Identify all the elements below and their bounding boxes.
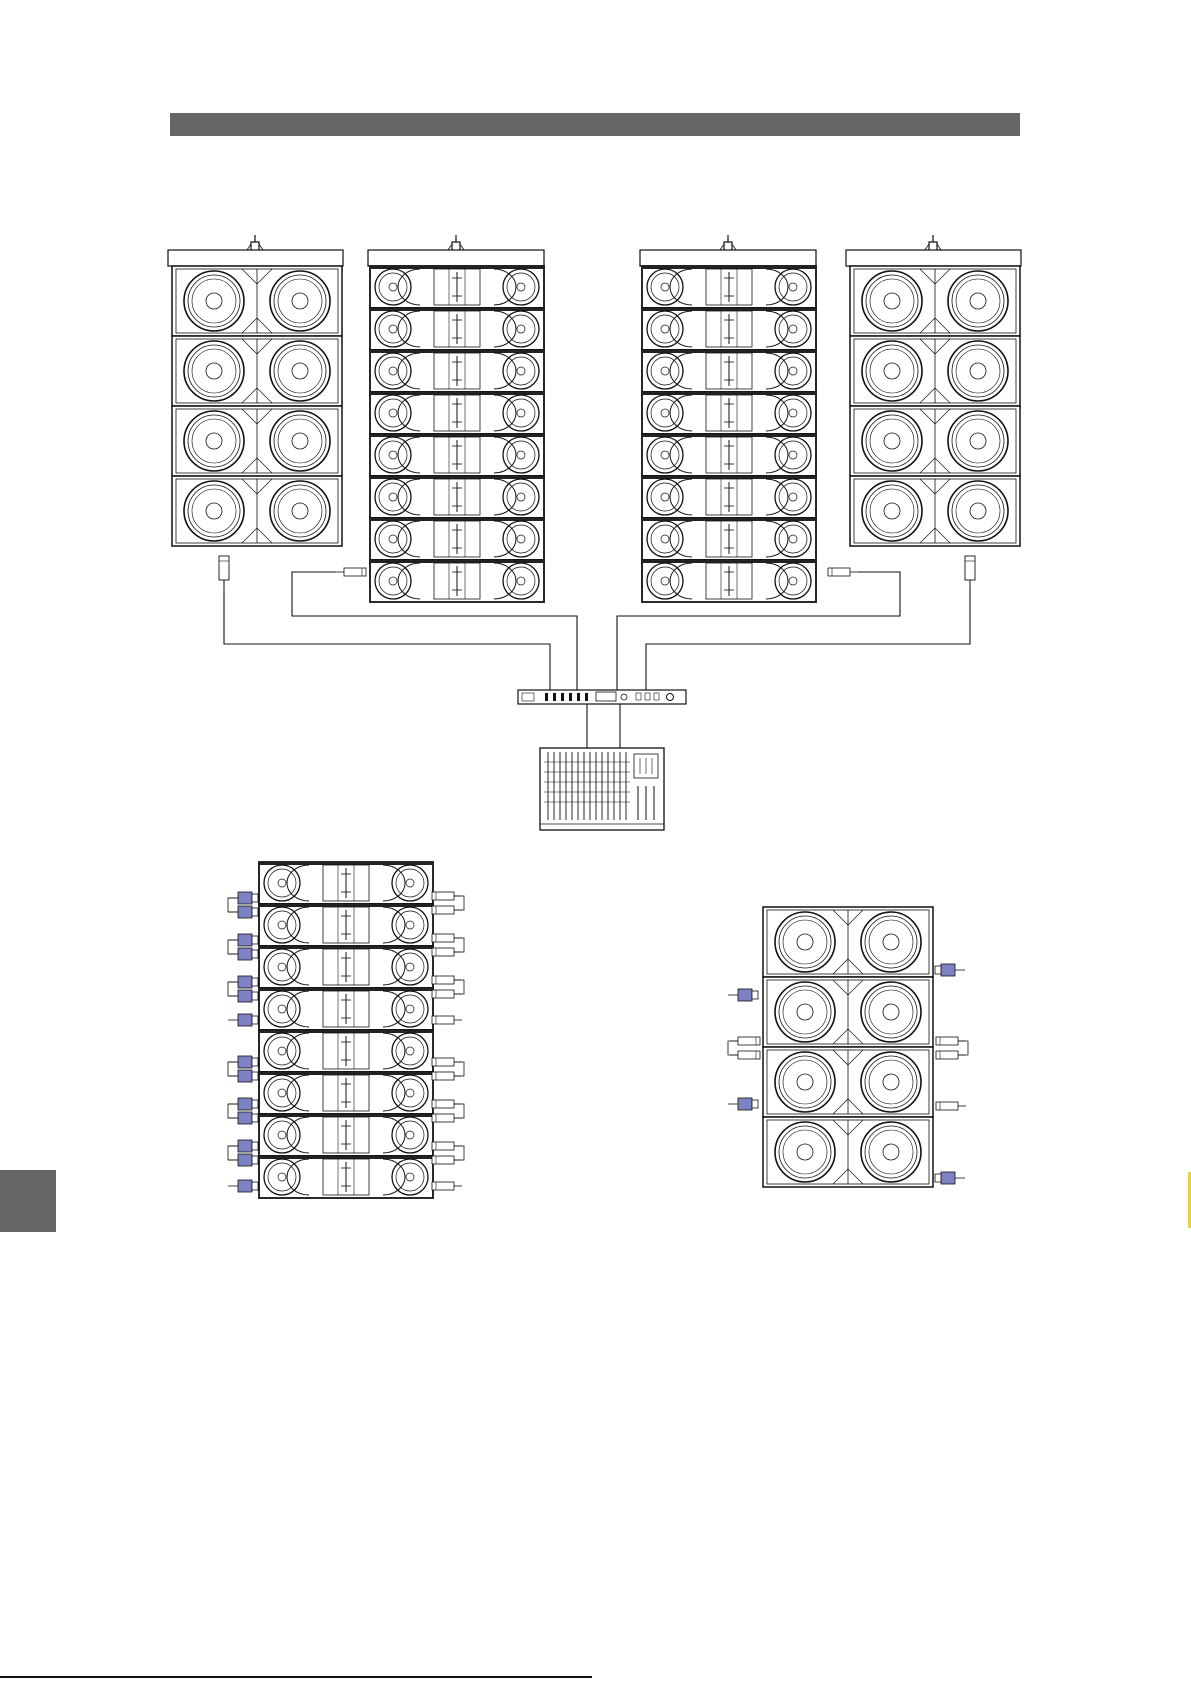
processor-unit (518, 690, 686, 704)
signal-cables (224, 572, 970, 748)
xlr-link-connectors (432, 892, 464, 1190)
right-line-array (640, 235, 858, 602)
subwoofer-wiring-detail (728, 907, 968, 1187)
mixing-console (540, 748, 664, 830)
left-line-array (336, 235, 544, 602)
left-subwoofer-stack (168, 235, 343, 590)
line-array-wiring-detail (228, 862, 464, 1198)
speakon-link-connectors (228, 892, 258, 1192)
right-subwoofer-stack (846, 235, 1021, 590)
